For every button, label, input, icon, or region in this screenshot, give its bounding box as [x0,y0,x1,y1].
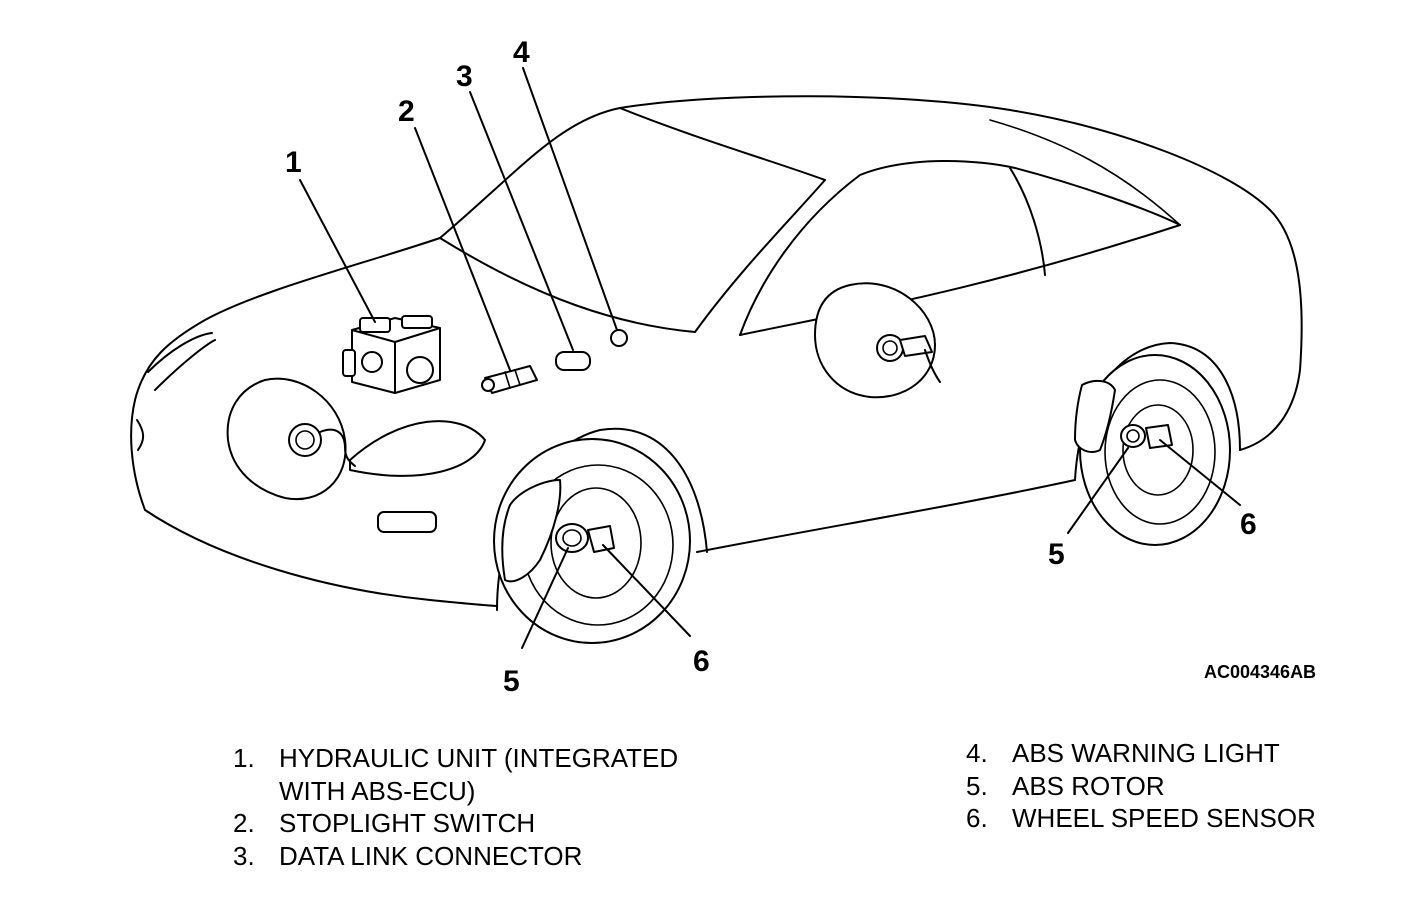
callout-4: 4 [513,36,530,69]
legend-item-5: 5. ABS ROTOR [966,770,1316,803]
leader-lines [299,67,1241,649]
leader-line-3 [469,91,574,351]
hydraulic-unit-illustration [342,315,441,394]
legend-right: 4. ABS WARNING LIGHT 5. ABS ROTOR 6. WHE… [966,737,1316,835]
leader-line-6-rear [1159,439,1241,506]
legend-item-text: HYDRAULIC UNIT (INTEGRATED WITH ABS-ECU) [279,743,679,806]
leader-line-5-front [521,547,569,649]
legend-item-number: 4. [966,738,988,768]
legend-item-number: 3. [233,840,255,871]
legend-item-number: 2. [233,808,255,838]
callout-5-rear: 5 [1048,538,1065,571]
legend-item-number: 5. [966,770,988,801]
rear-right-wheel [1074,354,1231,546]
rear-left-rotor-assembly [814,282,941,399]
legend-item-text: WHEEL SPEED SENSOR [1012,803,1316,833]
legend-left: 1. HYDRAULIC UNIT (INTEGRATED WITH ABS-E… [233,742,678,872]
legend-item-number: 1. [233,743,255,773]
callout-6-rear: 6 [1240,508,1257,541]
legend-item-text: DATA LINK CONNECTOR [279,840,583,871]
legend-item-text: STOPLIGHT SWITCH [279,808,536,838]
leader-line-2 [414,127,511,371]
front-right-wheel [493,438,691,644]
legend-item-4: 4. ABS WARNING LIGHT [966,737,1316,770]
callout-2: 2 [398,95,415,128]
abs-warning-light-illustration [610,329,628,347]
leader-line-1 [299,179,376,323]
legend-item-2: 2. STOPLIGHT SWITCH [233,807,678,840]
legend-item-6: 6. WHEEL SPEED SENSOR [966,802,1316,835]
figure-code: AC004346AB [1204,662,1317,682]
legend-item-3: 3. DATA LINK CONNECTOR [233,840,678,873]
front-left-rotor-assembly [226,377,356,501]
legend-item-1: 1. HYDRAULIC UNIT (INTEGRATED WITH ABS-E… [233,742,678,807]
legend-item-text: ABS ROTOR [1012,770,1165,801]
leader-line-6-front [602,544,691,637]
callout-1: 1 [285,146,302,179]
callout-6-front: 6 [693,645,710,678]
data-link-connector-illustration [555,351,591,371]
legend-item-text: ABS WARNING LIGHT [1012,738,1280,768]
leader-line-5-rear [1067,447,1129,534]
callout-3: 3 [456,60,473,93]
leader-line-4 [522,67,618,331]
stoplight-switch-illustration [481,365,538,394]
legend-item-number: 6. [966,803,988,833]
callout-5-front: 5 [503,665,520,698]
